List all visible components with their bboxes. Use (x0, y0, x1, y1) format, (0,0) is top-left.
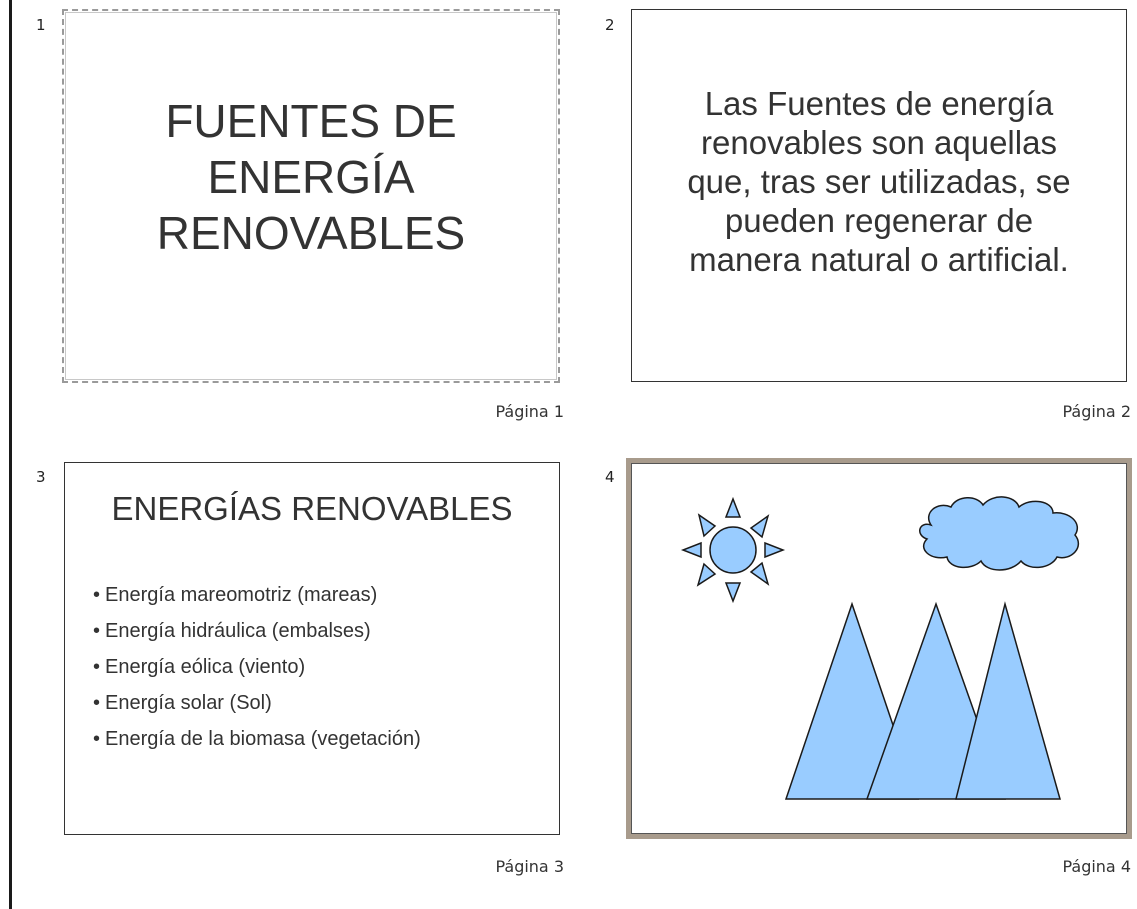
bullet-icon: • (93, 692, 101, 714)
list-item: •Energía de la biomasa (vegetación) (93, 721, 421, 757)
slide-thumbnail-2[interactable]: Las Fuentes de energía renovables son aq… (631, 9, 1127, 382)
slide-number: 1 (36, 16, 46, 34)
slide-number: 2 (605, 16, 615, 34)
sun-ray (680, 541, 702, 559)
slide-number: 4 (605, 468, 615, 486)
text-line: que, tras ser utilizadas, se (687, 163, 1071, 200)
sun-ray (749, 514, 770, 539)
text-line: Las Fuentes de energía (704, 85, 1054, 122)
sun-ray (697, 513, 717, 538)
slide-drawing (680, 496, 1080, 800)
sun-ray (724, 496, 742, 518)
bullet-icon: • (93, 656, 101, 678)
cloud-shape (919, 496, 1080, 571)
slide-number: 3 (36, 468, 46, 486)
page-label: Página 1 (495, 402, 564, 421)
sun-icon (680, 496, 786, 604)
list-item: •Energía hidráulica (embalses) (93, 613, 421, 649)
mountain-shape (955, 601, 1061, 800)
bullet-icon: • (93, 728, 101, 750)
text-line: renovables son aquellas (701, 124, 1057, 161)
list-item: •Energía solar (Sol) (93, 685, 421, 721)
page-label: Página 4 (1062, 857, 1131, 876)
pane-divider[interactable] (9, 0, 12, 909)
sun-ray (749, 561, 770, 586)
sun-ray (764, 541, 786, 559)
slide-thumbnail-1[interactable]: FUENTES DE ENERGÍA RENOVABLES (62, 9, 560, 383)
title-line: ENERGÍA (207, 151, 415, 203)
bullet-list: •Energía mareomotriz (mareas) •Energía h… (93, 577, 421, 757)
slide-title: ENERGÍAS RENOVABLES (111, 490, 513, 527)
slide-body-text: Las Fuentes de energía renovables son aq… (632, 84, 1126, 279)
sun-ray (696, 562, 717, 587)
slide-title: FUENTES DE ENERGÍA RENOVABLES (64, 93, 558, 261)
slide-thumbnail-3[interactable]: ENERGÍAS RENOVABLES •Energía mareomotriz… (64, 462, 560, 835)
list-item: •Energía mareomotriz (mareas) (93, 577, 421, 613)
title-line: RENOVABLES (156, 207, 466, 259)
sun-disc (709, 526, 757, 574)
bullet-icon: • (93, 620, 101, 642)
list-item: •Energía eólica (viento) (93, 649, 421, 685)
page-label: Página 2 (1062, 402, 1131, 421)
slide-thumbnail-4[interactable] (626, 458, 1132, 839)
text-line: manera natural o artificial. (689, 241, 1069, 278)
sun-ray (724, 582, 742, 604)
title-line: FUENTES DE (165, 95, 457, 147)
text-line: pueden regenerar de (724, 202, 1034, 239)
bullet-icon: • (93, 584, 101, 606)
page-label: Página 3 (495, 857, 564, 876)
